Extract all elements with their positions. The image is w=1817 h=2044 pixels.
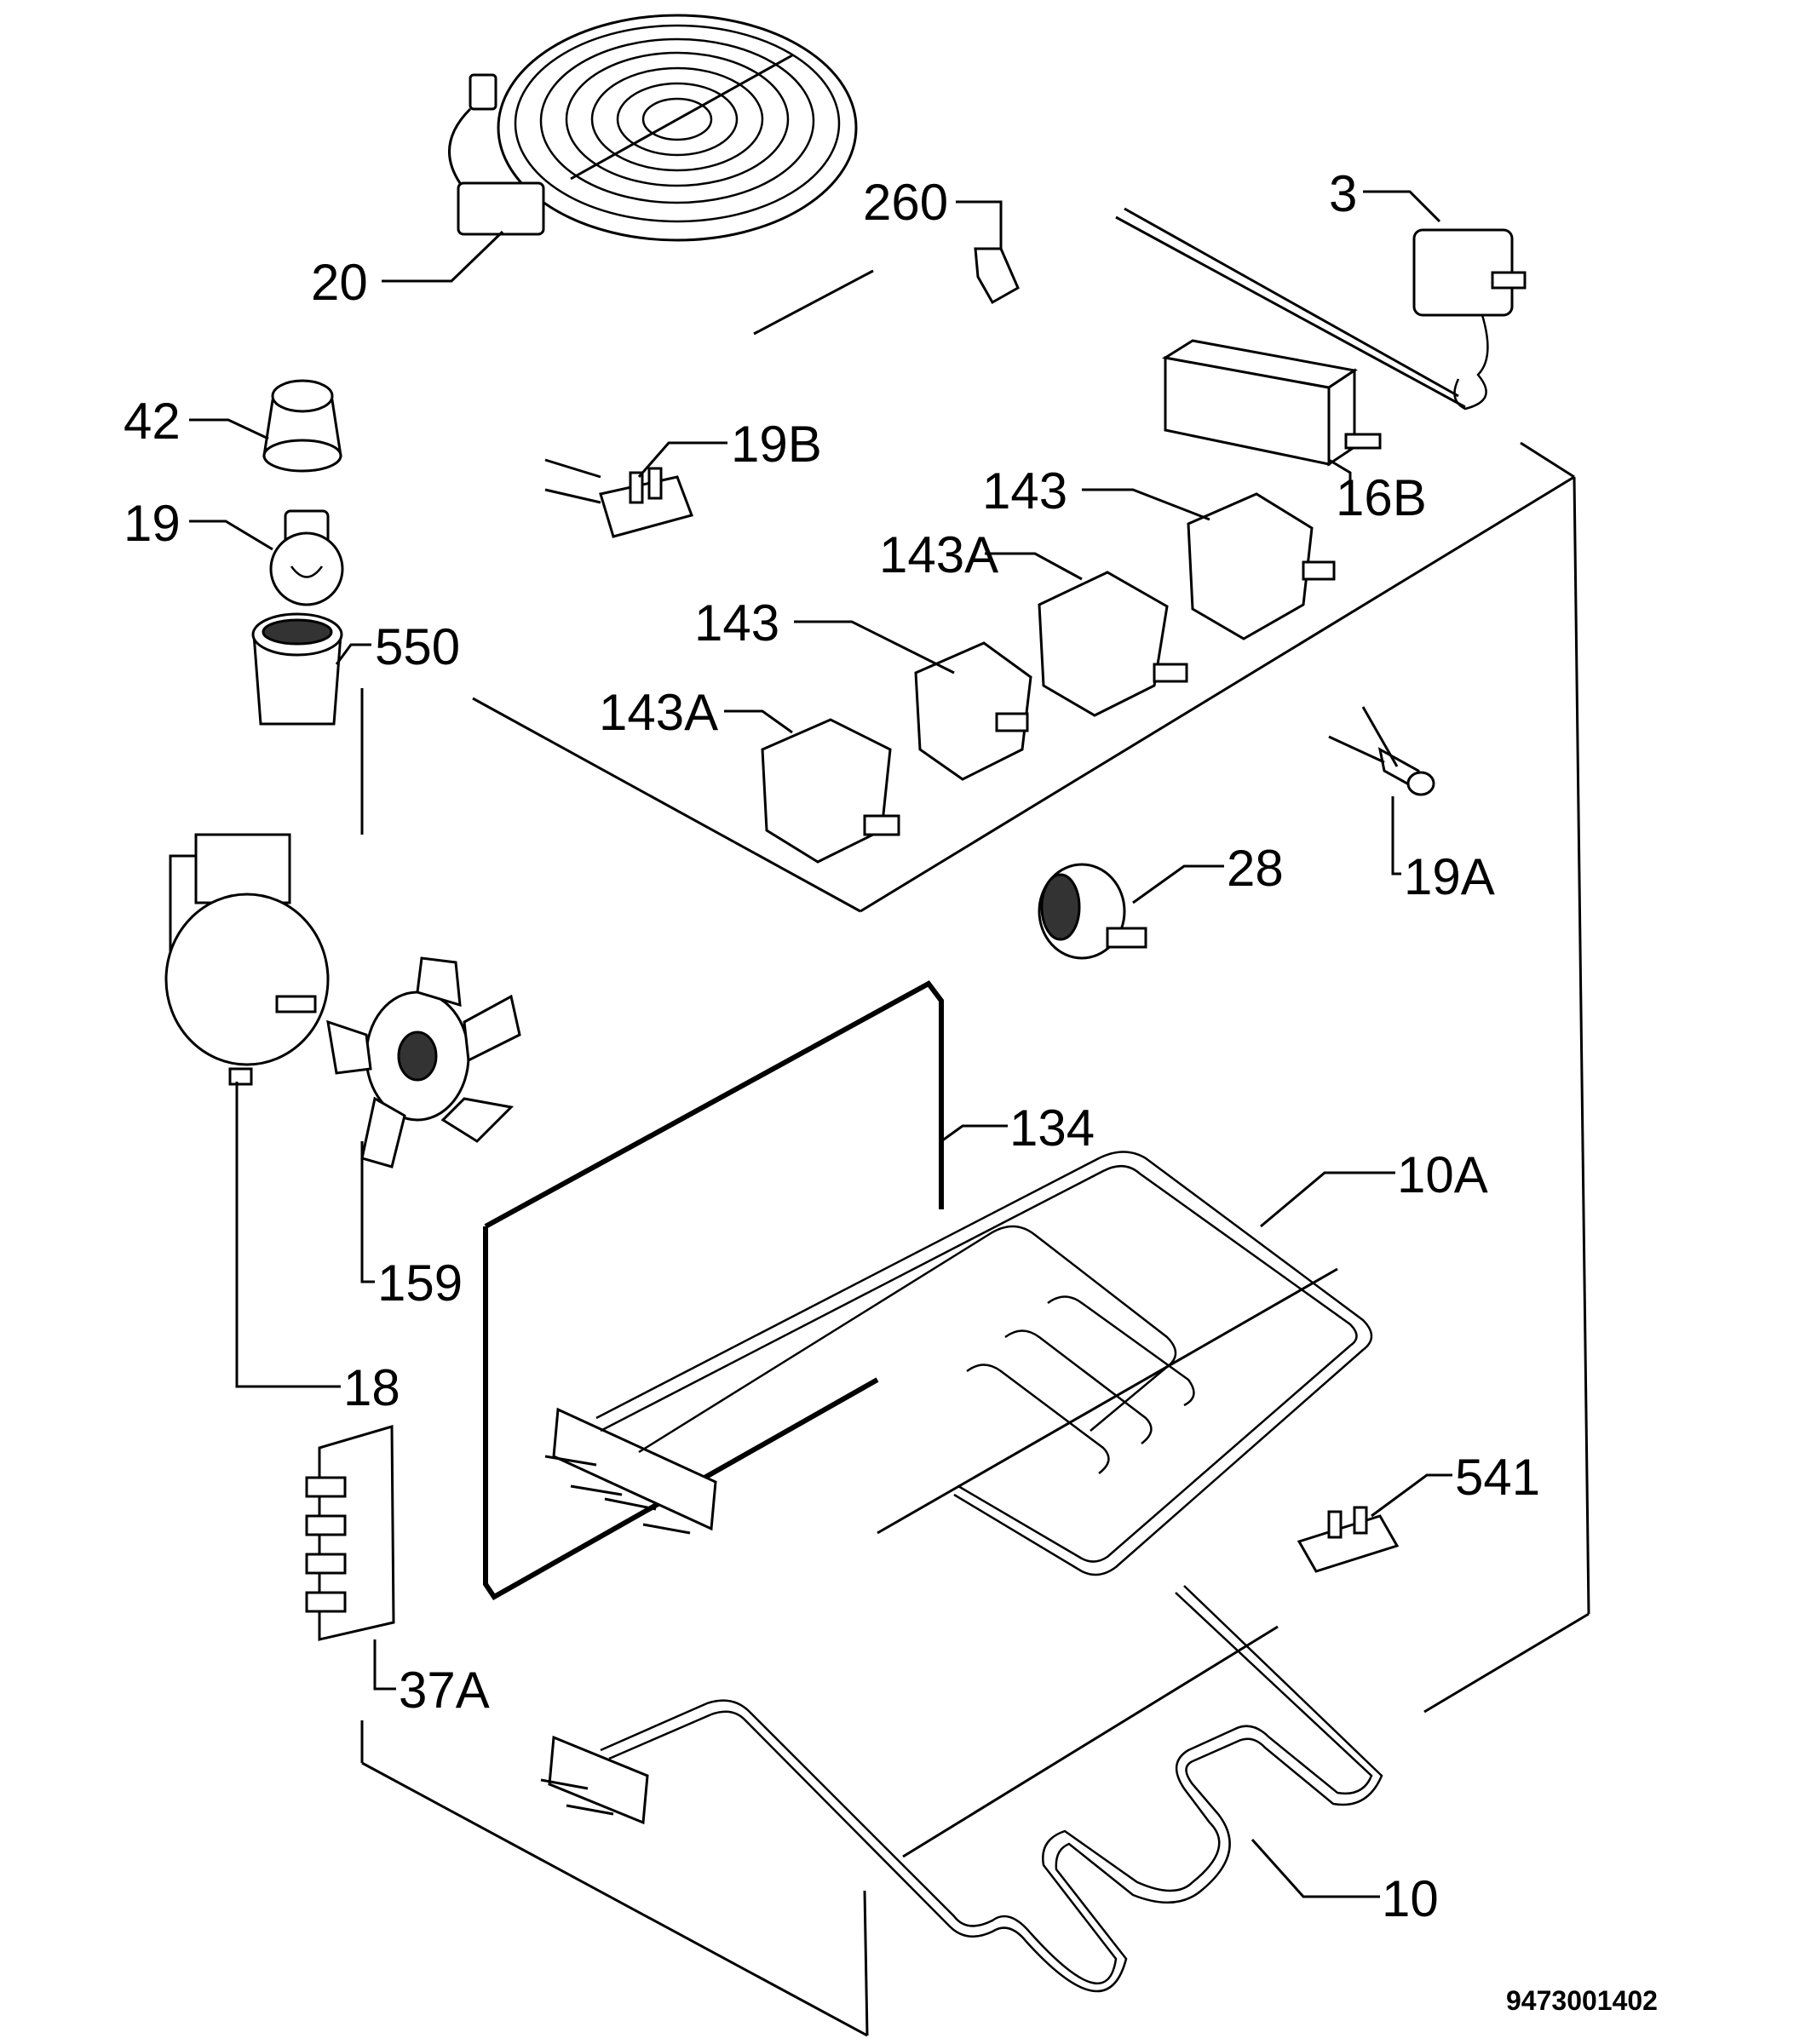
hob-radiant-element xyxy=(448,14,858,242)
clip-part xyxy=(974,247,1020,305)
fan-blade xyxy=(326,956,521,1168)
label-18: 18 xyxy=(343,1359,400,1416)
oven-thermostat xyxy=(1038,863,1147,960)
function-selector-switch xyxy=(1161,339,1382,467)
label-159: 159 xyxy=(377,1255,463,1312)
lamp-holder-part xyxy=(262,379,342,473)
energy-regulator-143-rear xyxy=(1187,492,1336,640)
label-541: 541 xyxy=(1455,1449,1540,1506)
label-143-front: 143 xyxy=(694,594,779,652)
label-3: 3 xyxy=(1329,165,1357,222)
label-260: 260 xyxy=(863,174,948,231)
fan-motor-bracket xyxy=(164,833,330,1086)
leader-lines xyxy=(189,190,1452,1898)
label-19a: 19A xyxy=(1404,848,1495,905)
label-10: 10 xyxy=(1382,1870,1439,1927)
terminal-block xyxy=(305,1425,395,1641)
label-28: 28 xyxy=(1227,840,1284,897)
label-134: 134 xyxy=(1009,1100,1095,1157)
label-143a-rear: 143A xyxy=(879,526,998,583)
label-42: 42 xyxy=(124,393,181,450)
door-contact-switch xyxy=(544,458,693,538)
thermostat-part xyxy=(1115,207,1527,411)
oven-lamp-bulb xyxy=(269,509,344,606)
label-143-rear: 143 xyxy=(982,462,1067,520)
diagram-code: 9473001402 xyxy=(1506,1985,1658,2016)
label-37a: 37A xyxy=(399,1662,490,1719)
label-10a: 10A xyxy=(1397,1146,1488,1203)
energy-regulator-143a-rear xyxy=(1038,571,1188,717)
energy-regulator-143-front xyxy=(914,641,1032,781)
label-550: 550 xyxy=(375,618,460,675)
energy-regulator-143a-front xyxy=(761,718,900,864)
label-19b: 19B xyxy=(731,416,822,473)
label-143a-front: 143A xyxy=(599,684,718,741)
bottom-heating-element xyxy=(540,1585,1383,1993)
top-grill-element xyxy=(544,1151,1373,1576)
label-19: 19 xyxy=(124,495,181,552)
part-labels: 20 260 3 42 19B 19 16B 143 143A 550 143 … xyxy=(124,165,1658,2016)
label-16b: 16B xyxy=(1336,469,1427,526)
cabinet-outline xyxy=(360,269,1590,2037)
thermal-cutout xyxy=(1297,1506,1400,1573)
indicator-lamp xyxy=(1328,706,1435,796)
lamp-glass-cover xyxy=(251,612,343,726)
label-20: 20 xyxy=(311,254,368,311)
